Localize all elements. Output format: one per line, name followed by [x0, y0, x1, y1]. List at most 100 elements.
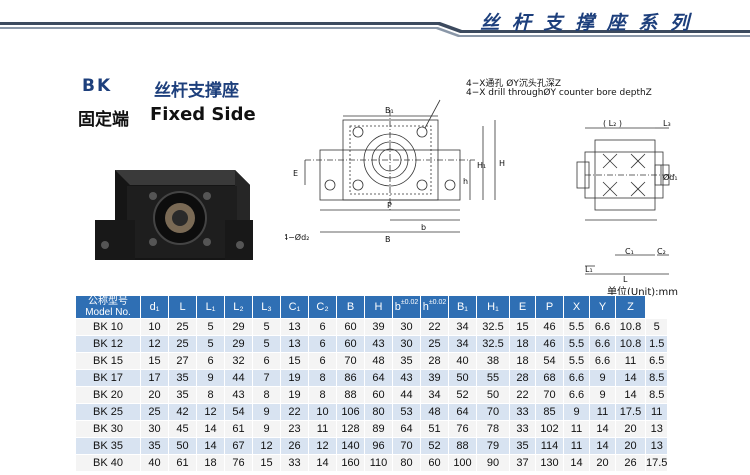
model-cell: BK 20	[75, 386, 141, 404]
value-cell: 40	[140, 454, 169, 472]
value-cell: 10	[140, 318, 169, 336]
dim-B: B	[385, 235, 391, 244]
dim-d2: 4−Ød₂	[285, 232, 309, 242]
value-cell: 5.5	[563, 352, 590, 370]
value-cell: 10.8	[615, 335, 646, 353]
value-cell: 9	[252, 420, 281, 438]
value-cell: 30	[392, 335, 421, 353]
value-cell: 15	[252, 454, 281, 472]
value-cell: 61	[168, 454, 197, 472]
value-cell: 34	[420, 386, 449, 404]
dim-L: L	[623, 275, 628, 282]
product-photo	[95, 170, 253, 260]
header-col-7: B	[336, 295, 365, 319]
value-cell: 6.5	[644, 352, 669, 370]
value-cell: 128	[336, 420, 365, 438]
value-cell: 78	[476, 420, 510, 438]
value-cell: 12	[308, 437, 337, 455]
value-cell: 12	[252, 437, 281, 455]
value-cell: 15	[140, 352, 169, 370]
value-cell: 5	[252, 318, 281, 336]
product-name-cn: 丝杆支撑座	[154, 81, 239, 101]
value-cell: 9	[589, 369, 616, 387]
value-cell: 46	[535, 318, 564, 336]
value-cell: 5.5	[563, 318, 590, 336]
value-cell: 46	[535, 335, 564, 353]
value-cell: 114	[535, 437, 564, 455]
value-cell: 6	[308, 318, 337, 336]
value-cell: 35	[168, 386, 197, 404]
value-cell: 14	[589, 420, 616, 438]
dim-C2: C₂	[657, 247, 666, 256]
value-cell: 60	[364, 386, 393, 404]
value-cell: 11	[563, 420, 590, 438]
value-cell: 5	[196, 318, 225, 336]
value-cell: 20	[589, 454, 616, 472]
value-cell: 22	[509, 386, 536, 404]
value-cell: 64	[448, 403, 477, 421]
value-cell: 17.5	[644, 454, 669, 472]
value-cell: 14	[615, 386, 646, 404]
header-col-6: C₂	[308, 295, 337, 319]
value-cell: 32.5	[476, 335, 510, 353]
value-cell: 34	[448, 318, 477, 336]
value-cell: 70	[476, 403, 510, 421]
header-col-3: L₂	[224, 295, 253, 319]
value-cell: 6	[308, 352, 337, 370]
dim-d1: Ød₁	[663, 172, 678, 182]
value-cell: 18	[509, 335, 536, 353]
value-cell: 33	[509, 420, 536, 438]
value-cell: 13	[644, 437, 669, 455]
value-cell: 25	[140, 403, 169, 421]
value-cell: 90	[476, 454, 510, 472]
value-cell: 50	[168, 437, 197, 455]
value-cell: 70	[535, 386, 564, 404]
value-cell: 160	[336, 454, 365, 472]
value-cell: 30	[392, 318, 421, 336]
value-cell: 8.5	[644, 386, 669, 404]
value-cell: 43	[224, 386, 253, 404]
dim-C1: C₁	[625, 247, 634, 256]
value-cell: 34	[448, 335, 477, 353]
value-cell: 25	[168, 335, 197, 353]
value-cell: 6	[252, 352, 281, 370]
value-cell: 60	[336, 335, 365, 353]
value-cell: 79	[476, 437, 510, 455]
value-cell: 5	[644, 318, 669, 336]
header-col-17: Z	[615, 295, 646, 319]
value-cell: 35	[140, 437, 169, 455]
value-cell: 89	[364, 420, 393, 438]
value-cell: 11	[615, 352, 646, 370]
value-cell: 42	[168, 403, 197, 421]
model-cell: BK 40	[75, 454, 141, 472]
value-cell: 28	[509, 369, 536, 387]
value-cell: 33	[280, 454, 309, 472]
value-cell: 7	[252, 369, 281, 387]
header-col-13: E	[509, 295, 536, 319]
value-cell: 64	[392, 420, 421, 438]
value-cell: 88	[336, 386, 365, 404]
dim-B1: B₁	[385, 106, 394, 115]
value-cell: 76	[448, 420, 477, 438]
value-cell: 54	[535, 352, 564, 370]
value-cell: 33	[509, 403, 536, 421]
header-col-10: h±0.02	[420, 295, 449, 319]
value-cell: 8	[308, 369, 337, 387]
model-cell: BK 10	[75, 318, 141, 336]
value-cell: 10	[308, 403, 337, 421]
value-cell: 51	[420, 420, 449, 438]
value-cell: 76	[224, 454, 253, 472]
value-cell: 55	[476, 369, 510, 387]
value-cell: 52	[420, 437, 449, 455]
header-col-2: L₁	[196, 295, 225, 319]
value-cell: 28	[420, 352, 449, 370]
value-cell: 61	[224, 420, 253, 438]
header-band	[0, 22, 750, 37]
value-cell: 14	[308, 454, 337, 472]
model-cell: BK 30	[75, 420, 141, 438]
